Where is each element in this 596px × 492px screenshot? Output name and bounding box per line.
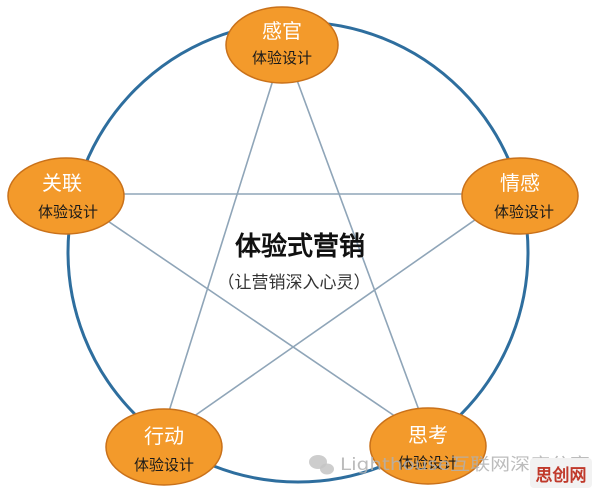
node-sense-ellipse (225, 6, 339, 84)
node-relate-subtitle: 体验设计 (38, 203, 98, 221)
center-subtitle: （让营销深入心灵） (218, 273, 371, 293)
pentagram (67, 44, 513, 441)
node-think-ellipse (369, 407, 487, 485)
star-line-think-relate (67, 193, 431, 441)
node-sense: 感官 体验设计 (225, 6, 339, 84)
node-feel: 情感 体验设计 (461, 157, 579, 235)
watermark: Lighthouse互联网深度分享 (309, 455, 590, 475)
center-label: 体验式营销 （让营销深入心灵） (218, 231, 371, 293)
node-relate-title: 关联 (42, 171, 82, 195)
node-feel-title: 情感 (500, 171, 540, 195)
star-line-sense-think (283, 44, 431, 441)
node-feel-subtitle: 体验设计 (494, 203, 554, 221)
node-act-subtitle: 体验设计 (134, 456, 194, 474)
node-act: 行动 体验设计 (105, 408, 223, 486)
center-title: 体验式营销 (235, 231, 365, 262)
node-think-title: 思考 (408, 423, 448, 447)
wechat-icon (309, 455, 334, 475)
node-feel-ellipse (461, 157, 579, 235)
node-sense-title: 感官 (262, 19, 302, 43)
node-think: 思考 体验设计 (369, 407, 487, 485)
star-line-feel-act (159, 193, 513, 441)
node-think-subtitle: 体验设计 (398, 454, 458, 472)
node-sense-subtitle: 体验设计 (252, 49, 312, 67)
node-act-ellipse (105, 408, 223, 486)
site-logo: 思创网 (530, 458, 592, 488)
node-relate-ellipse (7, 157, 125, 235)
node-act-title: 行动 (144, 424, 184, 448)
star-line-act-sense (159, 44, 285, 441)
node-relate: 关联 体验设计 (7, 157, 125, 235)
watermark-text: Lighthouse互联网深度分享 (340, 455, 590, 475)
